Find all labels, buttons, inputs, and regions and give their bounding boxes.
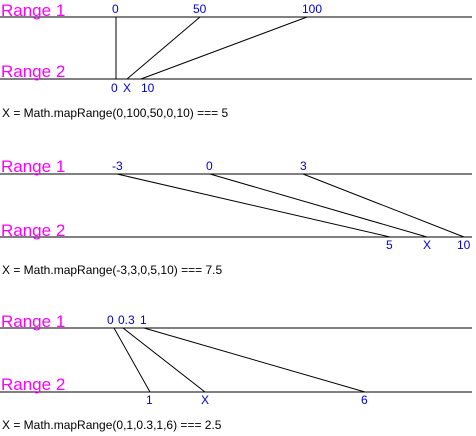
mapping-line [126,16,201,80]
panel-2: Range 1 Range 2 -3 0 3 5 X 10 X = Math.m… [0,157,472,277]
top-tick-label: 50 [193,2,207,16]
range2-label: Range 2 [1,221,65,240]
bottom-tick-label: X [201,393,209,407]
bottom-tick-label: X [123,81,131,95]
bottom-tick-label: X [423,238,431,252]
range1-label: Range 1 [1,312,65,331]
mapping-line [302,173,465,238]
top-tick-label: 3 [300,159,307,173]
range2-label: Range 2 [1,375,65,394]
mapping-line [143,327,366,393]
bottom-tick-label: 0 [111,81,118,95]
top-tick-label: 0 [112,2,119,16]
bottom-tick-label: 1 [146,393,153,407]
bottom-tick-label: 5 [386,238,393,252]
top-tick-label: 1 [140,313,147,327]
mapping-line [209,173,428,238]
bottom-tick-label: 10 [457,238,471,252]
mapping-line [122,327,206,393]
bottom-tick-label: 10 [141,81,155,95]
mapping-line [116,173,391,238]
formula-text: X = Math.mapRange(0,100,50,0,10) === 5 [2,106,228,120]
range1-label: Range 1 [1,1,65,20]
mapping-line [113,327,151,393]
formula-text: X = Math.mapRange(-3,3,0,5,10) === 7.5 [2,263,222,277]
bottom-tick-label: 6 [361,393,368,407]
panel-3: Range 1 Range 2 0 0.3 1 1 X 6 X = Math.m… [0,312,472,432]
range1-label: Range 1 [1,157,65,176]
top-tick-label: -3 [112,159,123,173]
top-tick-label: 0 [206,159,213,173]
range2-label: Range 2 [1,62,65,81]
panel-1: Range 1 Range 2 0 50 100 0 X 10 X = Math… [0,1,472,120]
top-tick-label: 0 [107,313,114,327]
top-tick-label: 0.3 [118,313,135,327]
top-tick-label: 100 [302,2,322,16]
formula-text: X = Math.mapRange(0,1,0.3,1,6) === 2.5 [2,418,222,432]
mapping-line [140,16,308,80]
